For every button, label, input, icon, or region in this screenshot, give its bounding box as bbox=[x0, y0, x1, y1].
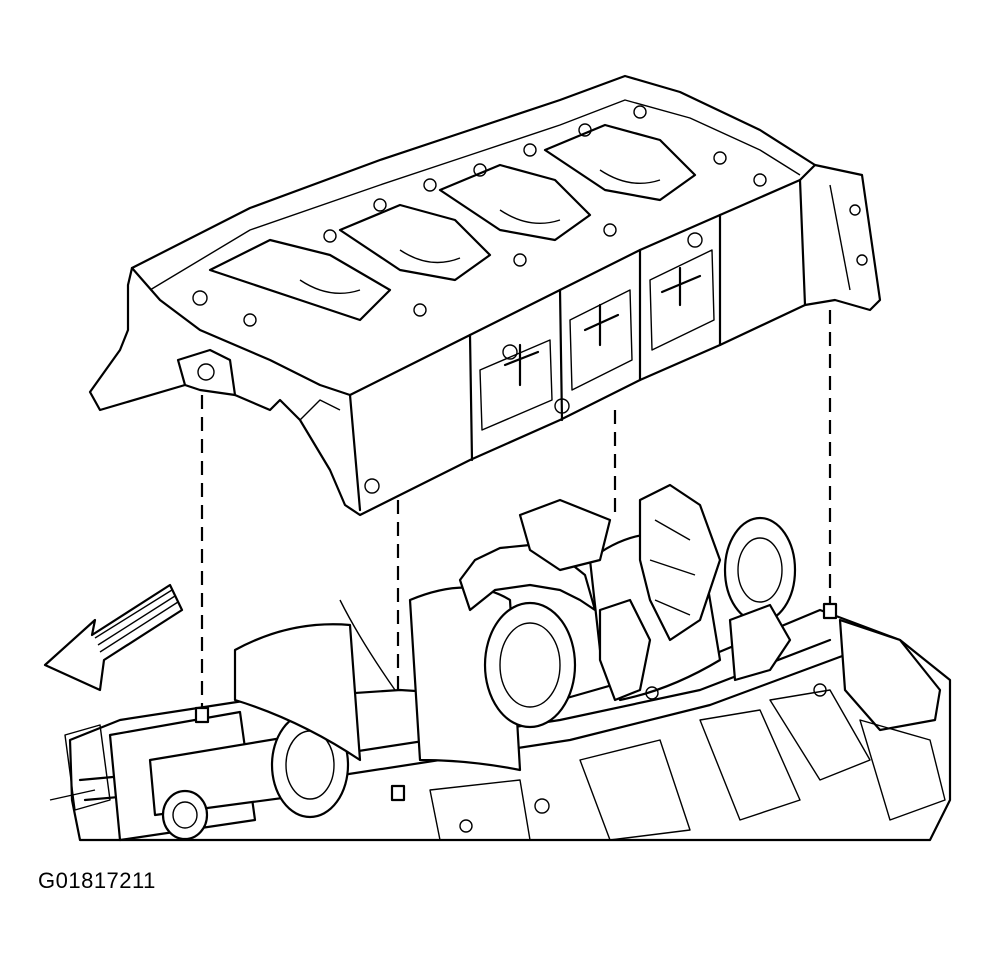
lower-crankcase-bedplate bbox=[88, 74, 882, 517]
front-arrow-icon bbox=[43, 583, 184, 692]
alignment-guide-lines bbox=[200, 310, 832, 790]
engine-block-crankshaft bbox=[49, 483, 952, 842]
figure-id-label: G01817211 bbox=[38, 868, 156, 893]
